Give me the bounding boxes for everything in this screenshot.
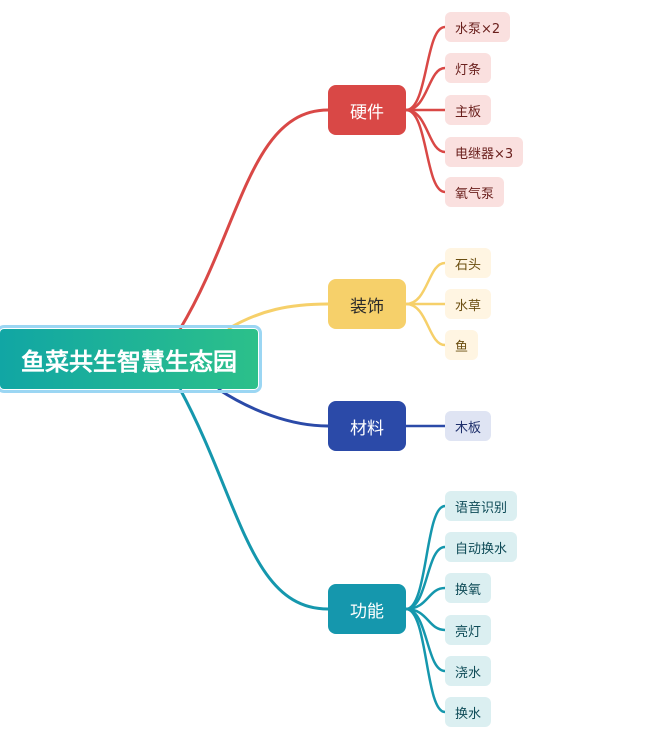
- leaf-node[interactable]: 氧气泵: [445, 177, 505, 207]
- link-hardware-leaf-5: [405, 108, 446, 194]
- leaf-node[interactable]: 石头: [445, 248, 492, 278]
- leaf-node[interactable]: 主板: [445, 95, 492, 125]
- link-root-material: [217, 387, 329, 428]
- link-hardware-leaf-1: [405, 25, 446, 112]
- leaf-node[interactable]: 电继器×3: [445, 137, 524, 167]
- link-root-function: [178, 388, 329, 611]
- leaf-node[interactable]: 水泵×2: [445, 12, 511, 42]
- link-function-leaf-1: [405, 504, 446, 611]
- leaf-node[interactable]: 换水: [445, 697, 492, 727]
- leaf-node[interactable]: 水草: [445, 289, 492, 319]
- leaf-node[interactable]: 换氧: [445, 573, 492, 603]
- leaf-node[interactable]: 亮灯: [445, 615, 492, 645]
- leaf-node[interactable]: 浇水: [445, 656, 492, 686]
- leaf-node[interactable]: 自动换水: [445, 532, 518, 562]
- leaf-node[interactable]: 木板: [445, 411, 492, 441]
- link-root-decoration: [227, 302, 329, 331]
- link-root-hardware: [178, 108, 329, 330]
- link-function-leaf-2: [405, 545, 446, 611]
- link-function-leaf-6: [405, 607, 446, 714]
- leaf-node[interactable]: 鱼: [445, 330, 479, 360]
- category-node-decoration[interactable]: 装饰: [328, 279, 406, 329]
- category-node-hardware[interactable]: 硬件: [328, 85, 406, 135]
- root-node[interactable]: 鱼菜共生智慧生态园: [0, 325, 262, 393]
- leaf-node[interactable]: 语音识别: [445, 491, 518, 521]
- link-decoration-leaf-1: [405, 261, 446, 306]
- leaf-node[interactable]: 灯条: [445, 53, 492, 83]
- category-node-function[interactable]: 功能: [328, 584, 406, 634]
- link-decoration-leaf-3: [405, 302, 446, 347]
- category-node-material[interactable]: 材料: [328, 401, 406, 451]
